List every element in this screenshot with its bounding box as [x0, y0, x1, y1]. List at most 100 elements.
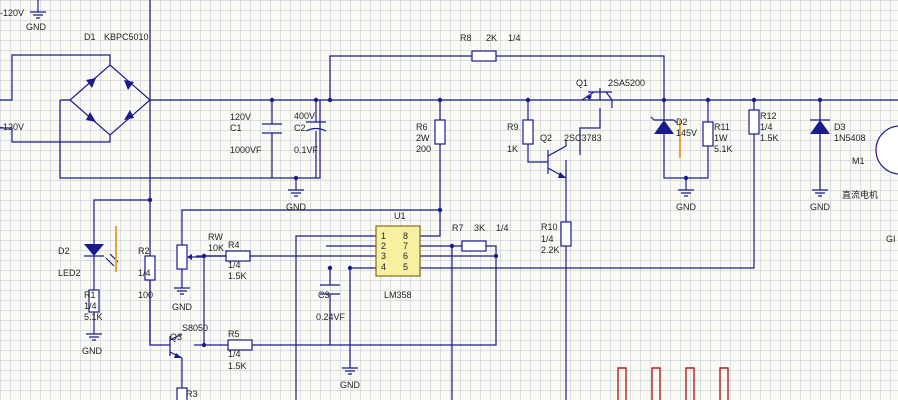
resistor-r1 — [88, 289, 100, 313]
wire — [181, 144, 441, 245]
wire — [663, 134, 709, 179]
junction-dot — [493, 253, 499, 259]
junction-dot — [449, 243, 455, 249]
junction-dot — [661, 97, 667, 103]
resistor-r11 — [702, 121, 714, 147]
junction-dot — [683, 175, 689, 181]
resistor-r3 — [176, 387, 188, 400]
r8-value: 2K — [486, 33, 497, 43]
zener-ref: D2 — [676, 117, 688, 127]
r11-power: 1W — [714, 133, 728, 143]
m1-value: 直流电机 — [842, 189, 878, 200]
resistor-r5 — [227, 339, 253, 351]
junction-dot — [327, 97, 333, 103]
u1-value: LM358 — [384, 290, 412, 300]
gnd-label: GND — [286, 202, 307, 212]
wire — [0, 127, 111, 143]
r11-ref: R11 — [714, 122, 730, 132]
r12-ref: R12 — [760, 111, 777, 121]
r2-value: 100 — [138, 290, 153, 300]
r6-ref: R6 — [416, 122, 428, 132]
d3-value: 1N5408 — [834, 133, 866, 143]
wire — [0, 54, 111, 101]
transistor-q2 — [547, 140, 567, 179]
resistor-r12 — [748, 109, 760, 135]
c1-value: 1000VF — [230, 145, 262, 155]
rw-value: 10K — [208, 243, 224, 253]
c2-ref: C2 — [294, 123, 306, 133]
junction-dot — [293, 175, 299, 181]
ground-icon — [342, 367, 358, 375]
m1-ref: M1 — [852, 156, 865, 166]
r8-power: 1/4 — [508, 33, 521, 43]
q3-value: S8050 — [182, 323, 208, 333]
u1-pin: 2 — [381, 241, 386, 251]
rw-ref: RW — [208, 232, 223, 242]
wire — [496, 55, 665, 100]
transistor-q3 — [169, 333, 183, 359]
u1-ref: U1 — [394, 211, 406, 221]
r1-ref: R1 — [84, 290, 96, 300]
r4-ref: R4 — [228, 240, 240, 250]
wire — [579, 108, 601, 155]
r9-ref: R9 — [507, 122, 519, 132]
junction-dot — [437, 97, 443, 103]
r5-ref: R5 — [228, 329, 240, 339]
q3-ref: Q3 — [170, 332, 182, 342]
gnd-label: GND — [340, 380, 361, 390]
r12-value: 1.5K — [760, 133, 779, 143]
gnd-label: GND — [172, 302, 193, 312]
u1-pin: 1 — [381, 231, 386, 241]
diode-d3 — [810, 119, 830, 134]
q2-ref: Q2 — [540, 133, 552, 143]
wire — [248, 245, 497, 346]
wire — [420, 210, 441, 237]
u1-pin: 7 — [403, 241, 408, 251]
q1-ref: Q1 — [576, 78, 588, 88]
d3-ref: D3 — [834, 122, 846, 132]
junction-dot — [201, 342, 207, 348]
junction-dot — [751, 97, 757, 103]
ground-icon — [86, 333, 102, 341]
gnd-label: GND — [810, 202, 831, 212]
gnd-label: GND — [26, 22, 47, 32]
ground-icon — [678, 189, 694, 197]
q1-value: 2SA5200 — [608, 78, 645, 88]
r12-power: 1/4 — [760, 122, 773, 132]
r1-value: 5.1K — [84, 312, 103, 322]
r7-power: 1/4 — [496, 223, 509, 233]
waveform-traces — [617, 367, 729, 400]
zener-diode-d2 — [650, 116, 681, 158]
r6-power: 2W — [416, 133, 430, 143]
r7-ref: R7 — [452, 223, 464, 233]
c3-ref: C3 — [318, 290, 330, 300]
r3-ref: R3 — [186, 389, 198, 399]
gnd-label: GND — [676, 202, 697, 212]
capacitor-c2 — [305, 121, 327, 132]
wire — [329, 55, 472, 100]
resistor-r2 — [144, 255, 156, 281]
wire — [527, 144, 548, 163]
resistor-r9 — [522, 119, 534, 145]
motor-m1 — [875, 125, 898, 175]
r5-power: 1/4 — [228, 349, 241, 359]
resistor-r7 — [461, 240, 487, 252]
resistor-r4 — [225, 250, 251, 262]
resistor-r10 — [560, 221, 572, 247]
ac-top-label: -120V — [0, 8, 24, 18]
wire — [420, 134, 755, 269]
d1-value: KBPC5010 — [104, 32, 149, 42]
junction-dot — [525, 97, 531, 103]
r4-value: 1.5K — [228, 271, 247, 281]
junction-dot — [201, 253, 207, 259]
c3-value: 0.24VF — [316, 312, 346, 322]
wire — [93, 199, 150, 220]
r2-ref: R2 — [138, 246, 150, 256]
u1-pin: 3 — [381, 251, 386, 261]
r8-ref: R8 — [460, 33, 472, 43]
gnd-partial-label: GI — [886, 234, 896, 244]
r9-value: 1K — [507, 144, 518, 154]
